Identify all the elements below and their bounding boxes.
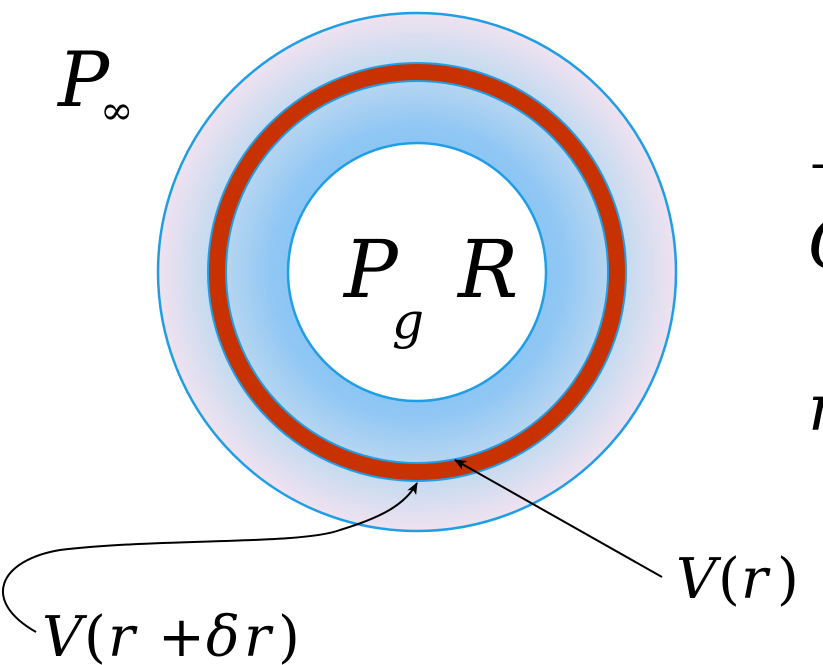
arrow-v-r-dr	[2, 482, 418, 633]
v-r-dr-var2: r	[244, 605, 274, 665]
v-r-open-paren: (	[718, 547, 740, 612]
edge-r-glyph: r	[808, 372, 823, 446]
radius-label: R	[456, 223, 518, 316]
gas-bubble	[286, 141, 548, 403]
v-r-label: V ( r )	[676, 547, 799, 612]
v-r-v: V	[676, 547, 722, 612]
v-r-dr-v: V	[42, 605, 88, 665]
arrow-v-r	[454, 459, 663, 578]
p-infinity-subscript: ∞	[100, 88, 133, 134]
v-r-dr-close-paren: )	[278, 605, 300, 665]
v-r-dr-delta: δ	[206, 605, 240, 665]
thin-shell-ring	[208, 63, 626, 481]
v-r-dr-open-paren: (	[84, 605, 106, 665]
thin-shell-inner-edge	[225, 80, 609, 464]
v-r-dr-label: V ( r + δ r )	[42, 605, 300, 665]
edge-c-glyph: C	[808, 203, 823, 285]
thin-shell-outer-edge	[207, 62, 627, 482]
p-g-subscript: g	[392, 292, 424, 350]
p-infinity-main: P	[56, 35, 111, 124]
v-r-close-paren: )	[777, 547, 799, 612]
gas-pressure-label: P g	[342, 223, 424, 350]
v-r-var: r	[741, 547, 771, 612]
p-g-main: P	[342, 223, 399, 316]
v-r-dr-var: r	[108, 605, 138, 665]
edge-fraction-glyph: −	[808, 140, 823, 191]
v-r-dr-plus: +	[158, 605, 205, 665]
p-infinity-label: P ∞	[56, 35, 133, 134]
